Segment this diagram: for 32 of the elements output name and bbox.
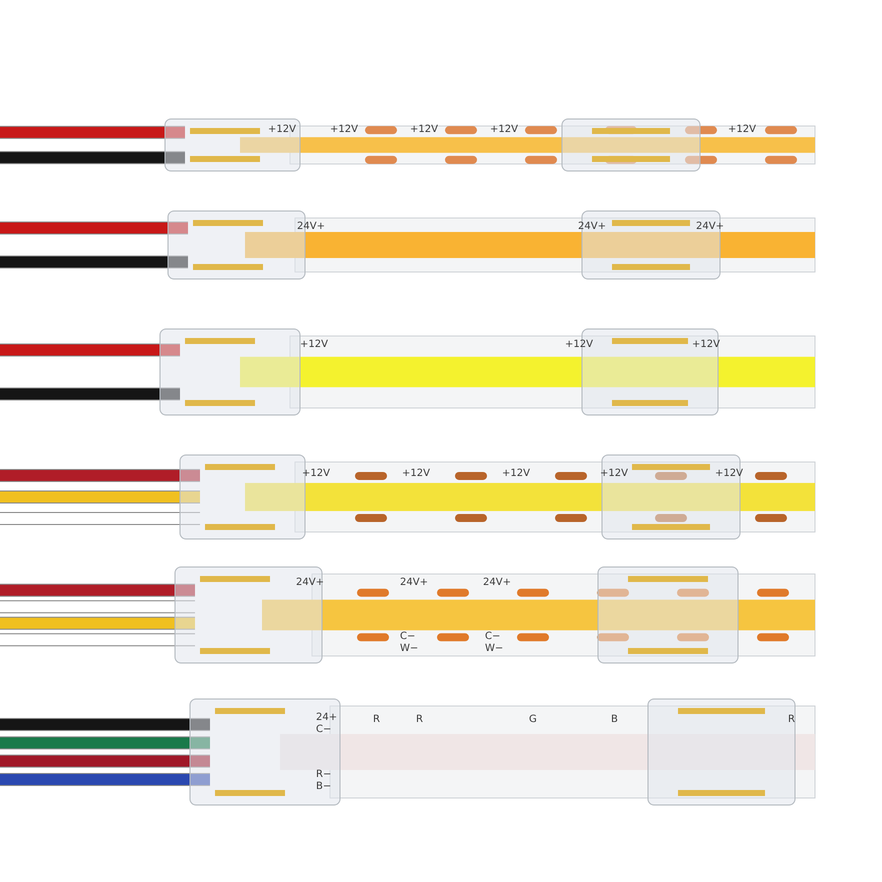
strip-marking: G (529, 714, 537, 726)
strip-marking: 24V+ (400, 577, 428, 589)
strip-marking: B (611, 714, 618, 726)
strip-marking: +12V (502, 468, 530, 480)
strip-marking: W− (400, 643, 418, 655)
strip-marking: 24V+ (696, 221, 724, 233)
strip-marking: B− (316, 781, 332, 793)
strip-marking: R− (316, 769, 332, 781)
strip-marking: +12V (692, 339, 720, 351)
strip-marking: R (788, 714, 795, 726)
strip-marking: +12V (565, 339, 593, 351)
strip-marking: 24V+ (578, 221, 606, 233)
strip-marking: +12V (410, 124, 438, 136)
strip-marking: 24V+ (483, 577, 511, 589)
strip-marking: +12V (600, 468, 628, 480)
strip-marking: R (416, 714, 423, 726)
strip-marking: 24V+ (297, 221, 325, 233)
strip-marking: W− (485, 643, 504, 655)
strip-marking: C− (316, 724, 332, 736)
strip-marking: C− (485, 631, 500, 643)
strip-marking: +12V (330, 124, 358, 136)
strip-marking: 24+ (316, 712, 338, 724)
strip-marking: +12V (728, 124, 756, 136)
strip-marking: C− (400, 631, 416, 643)
strip-marking: +12V (300, 339, 328, 351)
strip-marking: +12V (268, 124, 296, 136)
strip-marking: R (373, 714, 380, 726)
strip-marking: +12V (402, 468, 430, 480)
strip-marking: 24V+ (296, 577, 324, 589)
strip-marking: +12V (490, 124, 518, 136)
strip-marking: +12V (302, 468, 330, 480)
strip-marking: +12V (715, 468, 743, 480)
